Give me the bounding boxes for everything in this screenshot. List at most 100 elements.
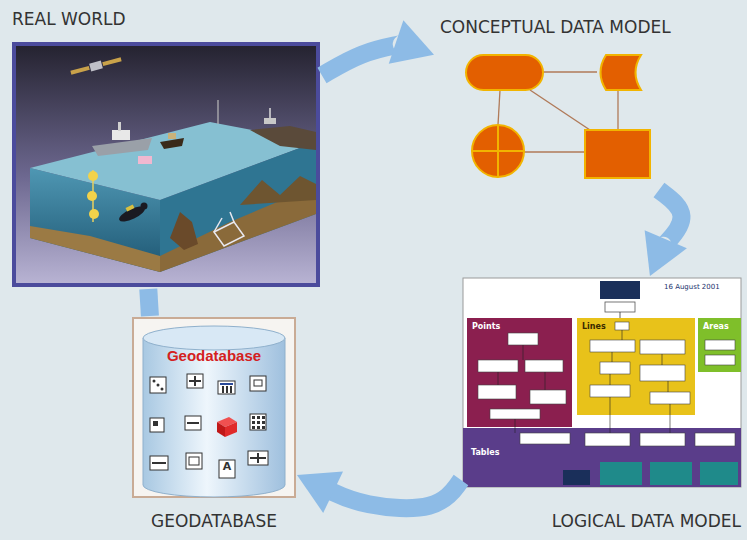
icon-detail (161, 388, 164, 391)
buoy-string (89, 209, 99, 219)
icon-detail (189, 457, 199, 465)
concept-shapes (617, 90, 618, 130)
schema-poster (695, 433, 735, 446)
icon-detail (252, 421, 255, 424)
concept-shapes (466, 55, 650, 178)
rig-figure (264, 118, 276, 124)
icon-detail (157, 384, 160, 387)
ocean-scene (14, 44, 318, 285)
icon-detail (153, 380, 156, 383)
satellite-figure (102, 57, 121, 66)
schema-poster (650, 462, 692, 485)
schema-poster (600, 462, 642, 485)
icon-detail (252, 426, 255, 429)
feature-group: Areas (698, 318, 741, 372)
schema-poster (463, 428, 741, 487)
geodatabase-cylinder (133, 318, 295, 497)
group-title: Areas (703, 322, 729, 331)
icon-detail (194, 376, 196, 386)
icon-detail (226, 386, 228, 393)
geodatabase-cylinder (143, 338, 285, 497)
schema-poster (577, 318, 695, 415)
ship-figure (92, 138, 152, 156)
schema-poster (590, 340, 635, 352)
icon-detail (252, 416, 255, 419)
schema-poster (662, 354, 663, 365)
schema-poster (622, 330, 623, 340)
schema-poster (467, 318, 572, 427)
icon-detail (257, 421, 260, 424)
schema-poster (520, 433, 570, 444)
stage-panel: LOGICAL DATA MODELPointsLinesAreasTables (461, 276, 743, 536)
frame-figure (214, 218, 222, 232)
feature-group: Points (467, 318, 572, 427)
flow-band (328, 480, 461, 508)
arrow-head (645, 230, 687, 276)
icon-detail (152, 462, 166, 464)
satellite-figure (89, 61, 103, 72)
icon-detail (262, 426, 265, 429)
dataset-icon (250, 414, 266, 430)
concept-shapes (498, 90, 500, 125)
schema-poster (610, 374, 611, 385)
schema-poster (590, 385, 630, 397)
ocean-scene (30, 168, 160, 272)
rig-figure (269, 108, 271, 118)
schema-poster (498, 372, 499, 385)
concept-shapes (472, 125, 524, 177)
group-title: Lines (582, 322, 606, 331)
schema-poster (498, 330, 670, 433)
antenna-mast (217, 100, 218, 124)
schema-poster (670, 404, 671, 433)
dataset-icon (250, 376, 266, 391)
schema-poster (600, 281, 640, 299)
stage-panel: GeodatabaseGEODATABASE (131, 316, 297, 538)
icon-detail (254, 380, 262, 386)
schema-poster (585, 433, 630, 446)
flow-band (148, 289, 150, 316)
icon-detail (257, 426, 260, 429)
boat-figure (160, 133, 184, 149)
icon-detail (153, 421, 158, 426)
stage-title: LOGICAL DATA MODEL (552, 512, 741, 532)
dataset-icon (218, 381, 235, 394)
flow-band (659, 190, 682, 246)
dataset-icon (187, 374, 203, 388)
schema-poster (610, 397, 611, 433)
icon-detail (220, 383, 233, 385)
diver-figure (141, 203, 148, 210)
dataset-icon (150, 377, 166, 393)
stage-title: CONCEPTUAL DATA MODEL (440, 18, 671, 38)
arrow-head (297, 471, 343, 513)
flow-band (322, 44, 402, 76)
cube-icon (217, 417, 237, 437)
schema-poster (700, 462, 738, 485)
geodatabase-cylinder (143, 326, 285, 350)
concept-shapes (601, 55, 642, 90)
schema-poster (650, 392, 690, 404)
ship-figure (118, 122, 121, 131)
schema-poster (525, 360, 563, 372)
cube-icon (217, 422, 225, 437)
diver-figure (117, 203, 147, 225)
icon-detail (257, 416, 260, 419)
sample-box (138, 156, 152, 164)
geodatabase-cylinder (133, 318, 295, 497)
cube-icon (225, 422, 237, 437)
buoy-string (87, 170, 99, 222)
frame-figure (214, 212, 244, 246)
dataset-icon (150, 418, 164, 432)
ocean-scene (250, 126, 316, 150)
rock-figure (170, 212, 198, 250)
schema-poster (490, 409, 540, 419)
schema-poster (478, 360, 518, 372)
date-stamp: 16 August 2001 (664, 283, 720, 291)
schema-poster (668, 381, 669, 392)
schema-poster (530, 390, 566, 404)
satellite-figure (70, 55, 122, 76)
flow-arrow (297, 471, 461, 513)
ship-figure (92, 122, 152, 156)
icon-detail (152, 376, 266, 465)
